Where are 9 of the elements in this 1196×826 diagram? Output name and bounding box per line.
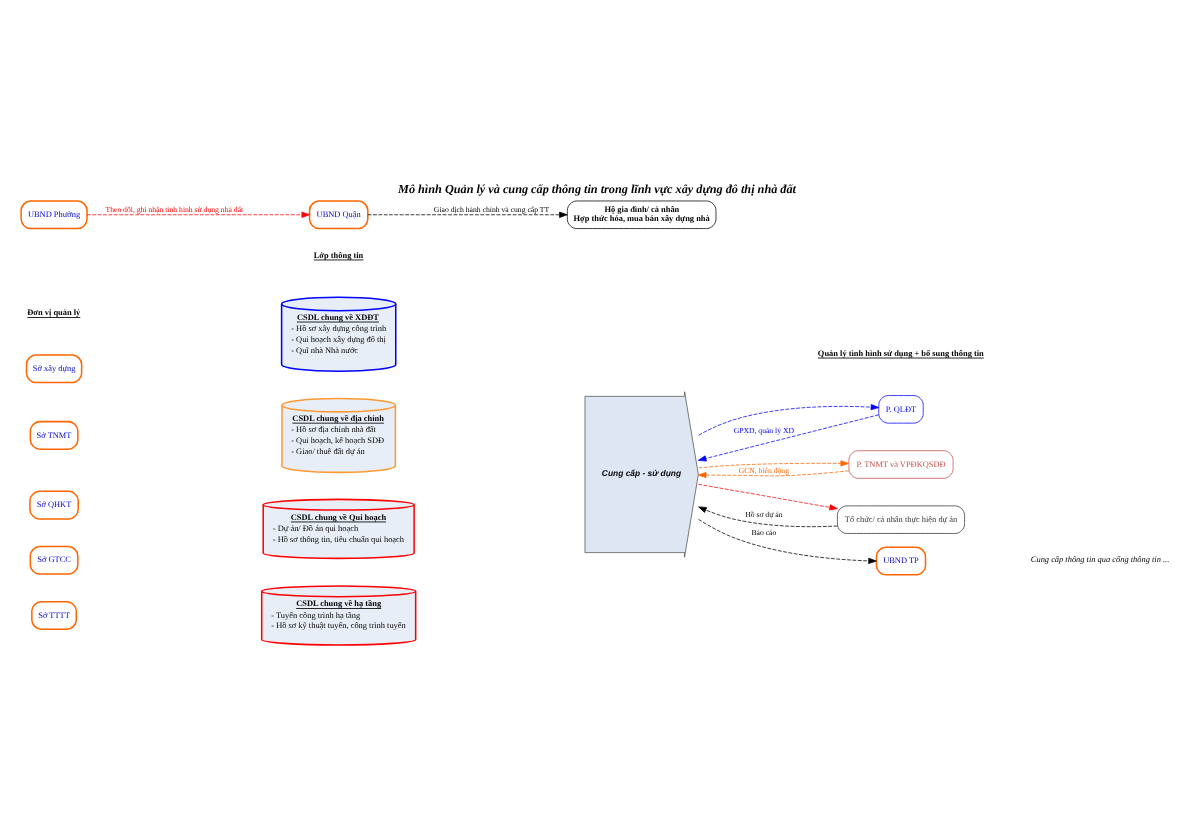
- arrow: [698, 460, 849, 469]
- arrow: [698, 483, 838, 511]
- arrow: [698, 470, 850, 479]
- arrow: [698, 414, 880, 462]
- arrow: [367, 211, 568, 218]
- arrow: [698, 506, 838, 528]
- arrow: [698, 404, 880, 436]
- arrow: [86, 211, 310, 218]
- arrow: [698, 518, 877, 564]
